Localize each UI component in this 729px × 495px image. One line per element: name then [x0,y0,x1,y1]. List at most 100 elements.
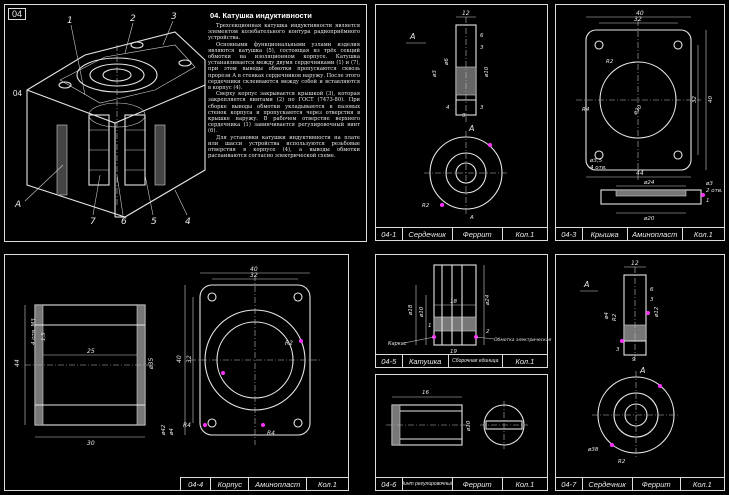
dim: 40 [636,10,644,17]
dim: ø4 [604,312,610,320]
stamp-qty: Кол.1 [515,229,535,239]
dim: R2 [422,203,430,209]
dim: 12 [631,260,639,267]
view-label: А [468,124,474,133]
stamp-code: 04-6 [376,478,403,490]
callout-1: 1 [67,16,73,26]
stamp-code: 04-5 [376,355,403,367]
dim: R2 [285,340,293,347]
dim: ø3,5 [589,158,603,164]
dim: 3 [480,105,484,111]
stamp-qty: Кол.1 [515,479,535,489]
dim: ø10 [484,66,490,78]
dim: ø4 [169,428,175,436]
core2-drawing: 12 6 3 ø4 R2 ø12 9 3 А А ø38 R2 [580,260,680,465]
sheet-04-6: 16 ø10 04-6 Винт регулировочный Феррит К… [375,374,548,491]
title-stamp: 04-5 Катушка Сборочная единица Кол.1 [376,354,547,367]
dim: 30 [87,440,95,447]
dim: 12 [462,10,470,17]
stamp-code: 04-3 [556,228,583,240]
dim: R2 [606,59,614,65]
description-text: Трехсекционная катушка индуктивности явл… [208,23,360,159]
view-tag: 04 [13,89,22,98]
stamp-qty: Кол.1 [318,479,337,489]
coil-drawing: ø18 ø10 18 ø24 19 1 Каркас Обмотка элект… [388,264,552,355]
callout-2: 2 [130,14,136,24]
title-stamp: 04-6 Винт регулировочный Феррит Кол.1 [376,477,547,490]
dim: 32 [634,16,642,23]
sheet-tag: 04 [8,8,27,20]
stamp-qty: Кол.1 [693,229,713,239]
dim: 19 [450,349,457,355]
description-paragraph: Основными функциональными узлами изделия… [208,41,360,92]
dim: 1 [428,323,432,329]
sheet-04-5: ø18 ø10 18 ø24 19 1 Каркас Обмотка элект… [375,254,552,368]
dim: 3 [616,347,620,353]
stamp-material: Сборочная единица [449,355,503,367]
dim: ø30 [632,104,644,117]
dim: 1,5 [41,332,47,341]
title-stamp: 04-7 Сердечник Феррит Кол.1 [556,477,724,490]
core-drawing: 12 6 3 ø3 ø10 ø6 9 4 3 А R2 А А [406,10,508,221]
dim: 40 [176,355,183,363]
dim: R2 [618,459,626,465]
dim: 32 [186,355,193,363]
sheet-04-3: 40 32 R2 ø30 R4 32 40 ø3,5 4 отв. 44 ø24… [555,4,725,241]
housing-drawing: 44 4 отв. М3 1,5 25 ø35 30 ø42 ø4 40 32 … [14,266,320,447]
dim: 32 [692,96,698,103]
description-paragraph: Трехсекционная катушка индуктивности явл… [208,23,360,42]
dim: 25 [87,348,95,355]
sheet-04-4: 44 4 отв. М3 1,5 25 ø35 30 ø42 ø4 40 32 … [4,254,349,491]
callout-4: 4 [185,217,191,227]
stamp-material: Феррит [453,228,503,240]
callout-7: 7 [90,217,96,227]
callout-5: 5 [151,217,157,227]
sheet-title: 04. Катушка индуктивности [210,11,312,20]
view-label: А [409,32,415,41]
stamp-code: 04-7 [556,478,583,490]
stamp-material: Феррит [633,478,681,490]
sheet-assembly: 04 04 [4,4,367,242]
dim: А [469,215,474,221]
stamp-qty: Кол.1 [692,479,712,489]
callout-A: А [14,200,21,210]
dim: 6 [650,287,654,293]
title-stamp: 04-4 Корпус Аминопласт Кол.1 [180,477,348,490]
dim: ø24 [485,294,491,306]
stamp-part: Крышка [583,228,628,240]
dim: ø42 [161,424,167,436]
callout-3: 3 [171,12,177,22]
title-stamp: 04-1 Сердечник Феррит Кол.1 [376,227,547,240]
dim: ø10 [419,306,425,318]
stamp-part: Корпус [211,478,250,490]
dim: ø3 [705,181,713,187]
stamp-part: Катушка [403,355,449,367]
dim: ø18 [408,304,414,316]
stamp-qty: Кол.1 [515,356,535,366]
callout-6: 6 [121,217,127,227]
winding-label: Обмотка электрическая [494,337,552,343]
stamp-part: Сердечник [403,228,453,240]
dim: R4 [183,422,191,429]
dim: R4 [267,430,275,437]
dim: R4 [582,107,590,113]
dim: ø12 [654,306,660,318]
dim: 44 [636,170,644,177]
stamp-part: Сердечник [583,478,633,490]
dim: 1 [706,198,710,204]
dim: 16 [422,390,429,396]
stamp-code: 04-4 [181,478,212,490]
stamp-part: Винт регулировочный [403,478,453,490]
dim: 44 [14,359,21,367]
assembly-drawing: 1 2 3 4 5 6 7 А [14,12,206,227]
dim: 9 [632,357,636,363]
dim: ø38 [587,447,599,453]
view-label: А [639,366,645,375]
dim: R2 [612,313,618,321]
dim: 3 [480,45,484,51]
dim: ø24 [643,180,655,186]
dim: ø20 [643,216,655,222]
dim: 4 отв. [590,165,607,171]
description-paragraph: Для установки катушки индуктивности на п… [208,134,360,160]
stamp-code: 04-1 [376,228,403,240]
